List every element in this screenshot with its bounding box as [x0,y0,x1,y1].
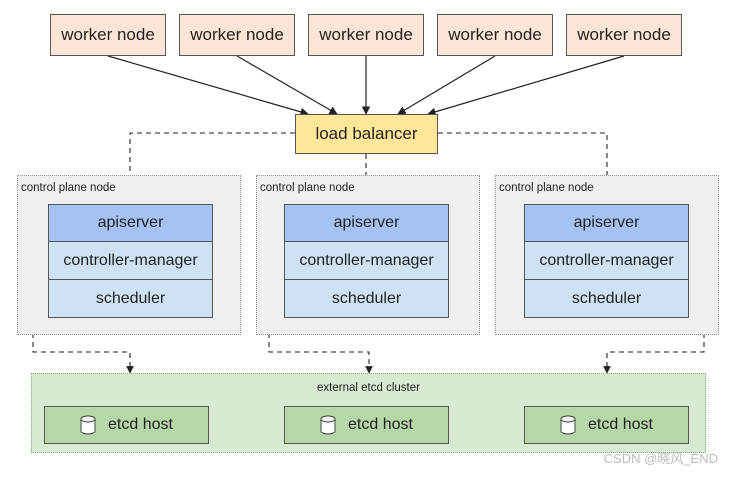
controller-manager: controller-manager [284,242,449,280]
scheduler: scheduler [48,280,213,318]
component-stack-3: apiserver controller-manager scheduler [524,204,689,318]
worker-arrow [107,55,309,116]
etcd-host-label: etcd host [348,416,413,433]
watermark: CSDN @晓风_END [603,451,718,466]
control-plane-label: control plane node [260,182,355,194]
etcd-host-label: etcd host [588,416,653,433]
component-stack-2: apiserver controller-manager scheduler [284,204,449,318]
worker-arrow [427,55,625,116]
database-icon [560,415,576,435]
control-plane-label: control plane node [21,182,116,194]
etcd-host-1: etcd host [44,406,209,444]
apiserver: apiserver [48,204,213,242]
control-plane-label: control plane node [499,182,594,194]
worker-node-1: worker node [50,14,166,56]
worker-node-4: worker node [437,14,553,56]
controller-manager: controller-manager [524,242,689,280]
component-stack-1: apiserver controller-manager scheduler [48,204,213,318]
database-icon [80,415,96,435]
worker-arrow [397,55,496,115]
worker-node-3: worker node [308,14,424,56]
etcd-host-3: etcd host [524,406,689,444]
controller-manager: controller-manager [48,242,213,280]
scheduler: scheduler [524,280,689,318]
apiserver: apiserver [524,204,689,242]
etcd-cluster-label: external etcd cluster [317,382,420,394]
worker-node-5: worker node [566,14,682,56]
worker-arrow [236,55,338,115]
etcd-host-2: etcd host [284,406,449,444]
apiserver: apiserver [284,204,449,242]
etcd-host-label: etcd host [108,416,173,433]
lb-link [126,132,295,205]
scheduler: scheduler [284,280,449,318]
database-icon [320,415,336,435]
worker-node-2: worker node [179,14,295,56]
load-balancer: load balancer [295,114,438,154]
